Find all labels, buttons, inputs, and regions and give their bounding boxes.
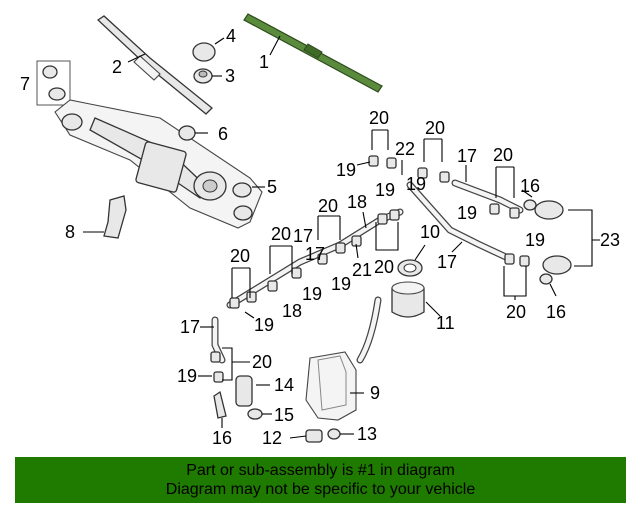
- callout-18b: 18: [282, 301, 302, 321]
- banner-line-2: Diagram may not be specific to your vehi…: [165, 481, 476, 498]
- callout-20b: 20: [425, 118, 445, 138]
- callout-20i: 20: [506, 302, 526, 322]
- bolt-set-part-7[interactable]: [36, 60, 71, 106]
- bracket-part-8[interactable]: [103, 195, 127, 239]
- callout-20h: 20: [252, 352, 272, 372]
- callout-8: 8: [65, 222, 75, 242]
- bracket-20b: [423, 138, 443, 162]
- bracket-20h: [222, 347, 250, 381]
- reservoir-part-9[interactable]: [305, 296, 382, 421]
- callout-19f: 19: [302, 284, 322, 304]
- callout-14: 14: [274, 375, 294, 395]
- bracket-20e: [317, 215, 341, 240]
- callout-23: 23: [600, 230, 620, 250]
- callout-19b: 19: [406, 174, 426, 194]
- callout-20f: 20: [271, 224, 291, 244]
- leader-1: [269, 35, 281, 56]
- callout-20d: 20: [374, 257, 394, 277]
- callout-15: 15: [274, 405, 294, 425]
- leader-10: [414, 244, 426, 261]
- pump-part-14[interactable]: [235, 375, 253, 407]
- fitment-banner: Part or sub-assembly is #1 in diagram Di…: [15, 457, 626, 503]
- wiper-linkage-part-5[interactable]: [54, 99, 263, 229]
- callout-20e: 20: [318, 196, 338, 216]
- callout-5: 5: [267, 177, 277, 197]
- leader-19a: [356, 161, 371, 166]
- connectors-part-19[interactable]: [210, 155, 530, 383]
- banner-line-1: Part or sub-assembly is #1 in diagram: [186, 462, 455, 479]
- leader-11: [425, 301, 441, 317]
- leader-19g: [244, 311, 255, 319]
- callout-17d: 17: [180, 317, 200, 337]
- callout-19i: 19: [525, 230, 545, 250]
- bracket-20g: [231, 267, 251, 298]
- callout-9: 9: [370, 383, 380, 403]
- leader-21: [355, 243, 359, 259]
- leader-16a: [521, 189, 533, 198]
- parts-diagram: 1 2 4 3 7 5 6: [20, 13, 620, 448]
- callout-20g: 20: [230, 246, 250, 266]
- wiper-arm-part-2[interactable]: [96, 15, 213, 115]
- callout-1: 1: [259, 52, 269, 72]
- callout-13: 13: [357, 424, 377, 444]
- grommet-part-6[interactable]: [178, 125, 196, 141]
- callout-16c: 16: [212, 428, 232, 448]
- callout-19e: 19: [331, 274, 351, 294]
- seal-part-13[interactable]: [327, 428, 341, 440]
- leader-4: [214, 37, 225, 45]
- bracket-20d: [375, 222, 399, 251]
- callout-2: 2: [112, 57, 122, 77]
- leader-12: [289, 435, 307, 439]
- leader-23: [568, 209, 600, 267]
- callout-19d: 19: [375, 180, 395, 200]
- wiper-blade-part-1[interactable]: [243, 13, 383, 93]
- nut-part-3[interactable]: [193, 68, 213, 84]
- nozzle-part-23[interactable]: [534, 200, 572, 275]
- callout-21: 21: [352, 260, 372, 280]
- callout-19a: 19: [336, 160, 356, 180]
- callout-19h: 19: [177, 366, 197, 386]
- callout-10: 10: [420, 222, 440, 242]
- callout-3: 3: [225, 66, 235, 86]
- callout-19g: 19: [254, 315, 274, 335]
- callout-17b: 17: [293, 226, 313, 246]
- cap-part-4[interactable]: [192, 42, 216, 62]
- callout-16a: 16: [520, 176, 540, 196]
- nozzle-part-16[interactable]: [213, 199, 553, 419]
- seal-part-10[interactable]: [397, 259, 423, 277]
- leader-17e: [451, 241, 463, 253]
- filler-neck-part-11[interactable]: [391, 281, 425, 318]
- callout-22: 22: [395, 139, 415, 159]
- bracket-20f: [269, 245, 293, 274]
- callout-17c: 17: [305, 244, 325, 264]
- leader-18a: [362, 211, 367, 229]
- callout-17e: 17: [437, 252, 457, 272]
- callout-11: 11: [436, 313, 455, 333]
- grommet-part-15[interactable]: [247, 408, 263, 420]
- callout-7: 7: [20, 74, 30, 94]
- callout-18a: 18: [347, 192, 367, 212]
- callout-19c: 19: [457, 203, 477, 223]
- callout-16b: 16: [546, 302, 566, 322]
- bracket-20a: [371, 129, 389, 150]
- callout-12: 12: [262, 428, 282, 448]
- callout-17a: 17: [457, 146, 477, 166]
- bracket-20i: [503, 266, 527, 300]
- level-sensor-part-12[interactable]: [305, 429, 323, 443]
- bracket-20c: [495, 166, 515, 198]
- leader-16b: [549, 283, 557, 297]
- leader-2: [127, 53, 146, 63]
- callout-20a: 20: [369, 108, 389, 128]
- callout-20c: 20: [493, 145, 513, 165]
- callout-6: 6: [218, 124, 228, 144]
- callout-4: 4: [226, 26, 236, 46]
